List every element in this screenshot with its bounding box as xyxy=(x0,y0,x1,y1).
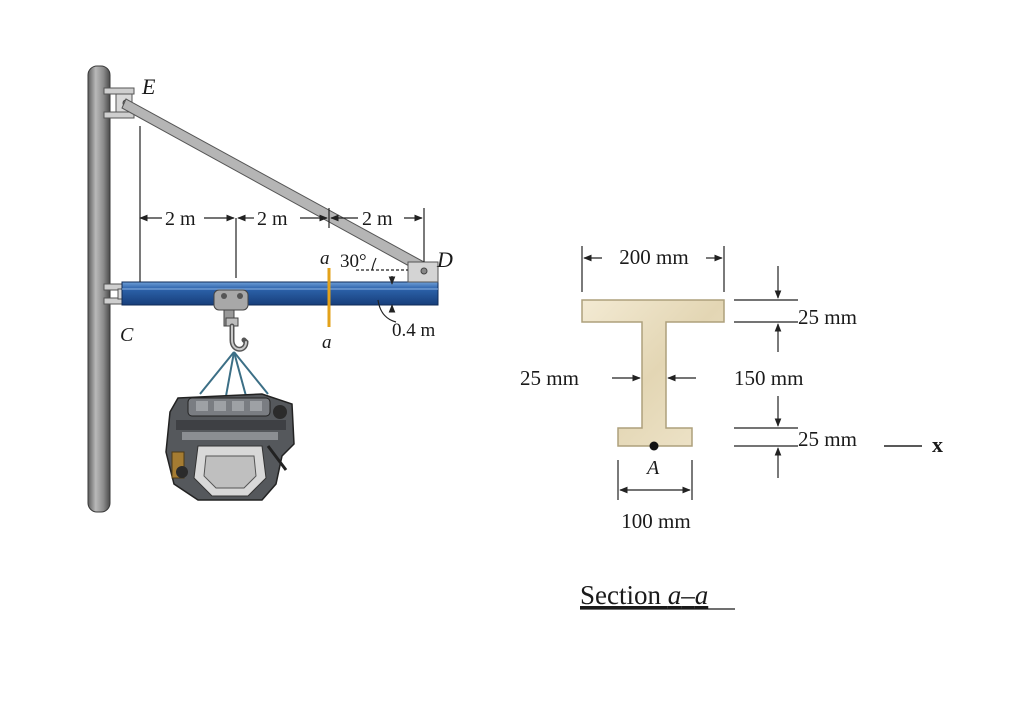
hook-icon xyxy=(225,317,249,352)
label-D: D xyxy=(436,247,453,272)
engine-icon xyxy=(165,393,295,501)
section-caption: Section a–a xyxy=(580,580,708,610)
axis-x-label: x xyxy=(932,432,943,457)
label-E: E xyxy=(141,74,156,99)
span-dimensions xyxy=(139,126,425,323)
offset-label: 0.4 m xyxy=(392,320,436,341)
dim-2m-second: 2 m xyxy=(257,208,288,230)
dim-150mm: 150 mm xyxy=(734,366,803,390)
strut-ED xyxy=(121,98,425,273)
pin-D xyxy=(407,261,439,283)
point-A-dot xyxy=(649,441,659,451)
dim-25mm-web: 25 mm xyxy=(520,366,579,390)
label-A: A xyxy=(645,457,660,479)
dim-100mm: 100 mm xyxy=(621,509,690,533)
beam xyxy=(121,281,439,306)
dim-25mm-top: 25 mm xyxy=(798,305,857,329)
label-C: C xyxy=(120,324,134,346)
section-label-bottom: a xyxy=(322,332,332,353)
dim-200mm: 200 mm xyxy=(619,245,688,269)
sling xyxy=(199,351,269,397)
angle-label: 30° xyxy=(340,251,367,272)
section-label-top: a xyxy=(320,248,330,269)
section-shape xyxy=(581,299,725,447)
dim-25mm-bottom: 25 mm xyxy=(798,427,857,451)
dim-2m-third: 2 m xyxy=(362,208,393,230)
crane-drawing: E C D 2 m 2 m 2 m 30° a a 0.4 m xyxy=(87,65,453,513)
dim-2m-first: 2 m xyxy=(165,208,196,230)
cross-section: 200 mm 25 mm 25 mm 150 mm 25 mm x A 100 … xyxy=(520,245,943,610)
